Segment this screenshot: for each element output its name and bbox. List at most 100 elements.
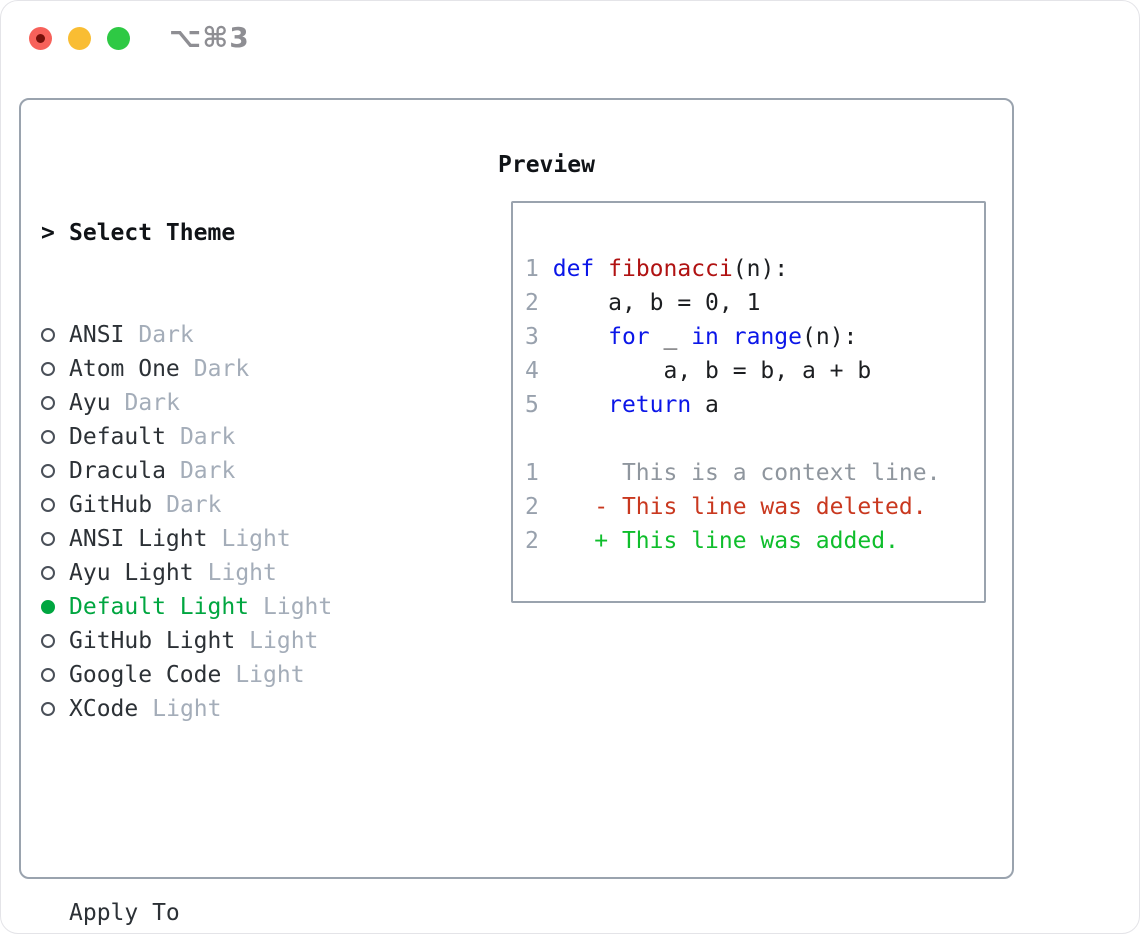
code-token: (n): bbox=[732, 256, 789, 282]
line-number: 4 bbox=[525, 358, 539, 384]
option-tag: Dark bbox=[124, 390, 180, 416]
code-token: for bbox=[608, 324, 650, 350]
code-token: def bbox=[552, 256, 595, 282]
option-label: Ayu Light bbox=[69, 560, 194, 586]
radio-icon bbox=[41, 556, 69, 590]
option-tag: Dark bbox=[193, 356, 250, 382]
radio-icon bbox=[41, 488, 69, 522]
radio-icon bbox=[41, 386, 69, 420]
theme-option[interactable]: Ayu Dark bbox=[41, 386, 429, 420]
radio-icon bbox=[41, 624, 69, 658]
select-theme-header: >Select Theme bbox=[41, 216, 429, 250]
option-label: Default bbox=[69, 424, 166, 450]
code-token: a, b = b, a + b bbox=[552, 358, 872, 384]
line-number: 3 bbox=[525, 324, 539, 350]
preview-header: Preview bbox=[498, 152, 595, 178]
code-line: 1 def fibonacci(n): bbox=[525, 252, 978, 286]
select-theme-label: Select Theme bbox=[69, 220, 236, 246]
zoom-button[interactable] bbox=[107, 27, 130, 50]
line-number: 2 bbox=[525, 494, 539, 520]
theme-option[interactable]: XCode Light bbox=[41, 692, 429, 726]
code-token bbox=[719, 324, 733, 350]
code-token: (n): bbox=[802, 324, 858, 350]
code-token: in bbox=[691, 324, 719, 350]
diff-line-deleted: 2 - This line was deleted. bbox=[525, 490, 978, 524]
code-token bbox=[553, 392, 608, 418]
option-label: XCode bbox=[69, 696, 139, 722]
code-line: 3 for _ in range(n): bbox=[525, 320, 978, 354]
radio-icon bbox=[41, 522, 69, 556]
close-button[interactable] bbox=[29, 27, 52, 50]
line-number: 5 bbox=[525, 392, 539, 418]
option-tag: Light bbox=[263, 594, 333, 620]
radio-unselected-icon bbox=[41, 430, 55, 444]
option-tag: Dark bbox=[179, 458, 236, 484]
option-label: Default Light bbox=[69, 594, 250, 620]
code-line: 2 a, b = 0, 1 bbox=[525, 286, 978, 320]
option-label: Ayu bbox=[69, 390, 111, 416]
radio-icon bbox=[41, 692, 69, 726]
radio-icon bbox=[41, 658, 69, 692]
diff-text: - This line was deleted. bbox=[538, 494, 927, 520]
radio-unselected-icon bbox=[41, 498, 55, 512]
code-token: a bbox=[691, 392, 719, 418]
radio-unselected-icon bbox=[41, 328, 55, 342]
option-label: ANSI Light bbox=[69, 526, 208, 552]
line-number: 1 bbox=[525, 460, 539, 486]
diff-line-added: 2 + This line was added. bbox=[525, 524, 978, 558]
option-tag: Light bbox=[152, 696, 222, 722]
option-tag: Light bbox=[221, 526, 291, 552]
code-token: a, b = 0, 1 bbox=[552, 290, 761, 316]
code-line: 4 a, b = b, a + b bbox=[525, 354, 978, 388]
radio-unselected-icon bbox=[41, 396, 55, 410]
apply-to-header: Apply To bbox=[41, 896, 429, 930]
diff-text: + This line was added. bbox=[538, 528, 899, 554]
radio-unselected-icon bbox=[41, 634, 55, 648]
code-token: range bbox=[732, 324, 803, 350]
window-title: ⌥⌘3 bbox=[169, 21, 250, 54]
line-number: 2 bbox=[525, 290, 539, 316]
radio-icon bbox=[41, 590, 69, 624]
radio-unselected-icon bbox=[41, 668, 55, 682]
code-token: fibonacci bbox=[608, 256, 733, 282]
option-tag: Dark bbox=[179, 424, 236, 450]
line-number: 2 bbox=[525, 528, 539, 554]
unsaved-dot-icon bbox=[36, 34, 45, 43]
code-token bbox=[553, 324, 608, 350]
option-label: Google Code bbox=[69, 662, 222, 688]
radio-unselected-icon bbox=[41, 532, 55, 546]
code-line: 5 return a bbox=[525, 388, 978, 422]
blank-line bbox=[525, 422, 978, 456]
radio-unselected-icon bbox=[41, 702, 55, 716]
theme-option[interactable]: ANSI Light Light bbox=[41, 522, 429, 556]
code-token: _ bbox=[649, 324, 692, 350]
theme-option[interactable]: Google Code Light bbox=[41, 658, 429, 692]
theme-option[interactable]: Default Dark bbox=[41, 420, 429, 454]
line-number: 1 bbox=[525, 256, 539, 282]
radio-icon bbox=[41, 352, 69, 386]
radio-selected-icon bbox=[41, 600, 55, 614]
option-tag: Light bbox=[235, 662, 305, 688]
minimize-button[interactable] bbox=[68, 27, 91, 50]
option-label: ANSI bbox=[69, 322, 125, 348]
theme-option[interactable]: Default Light Light bbox=[41, 590, 429, 624]
option-tag: Light bbox=[249, 628, 319, 654]
traffic-lights bbox=[29, 27, 130, 50]
radio-unselected-icon bbox=[41, 566, 55, 580]
theme-option[interactable]: GitHub Dark bbox=[41, 488, 429, 522]
option-tag: Dark bbox=[166, 492, 222, 518]
radio-unselected-icon bbox=[41, 464, 55, 478]
diff-text: This is a context line. bbox=[538, 460, 941, 486]
titlebar: ⌥⌘3 bbox=[1, 1, 1139, 73]
option-label: GitHub bbox=[69, 492, 153, 518]
